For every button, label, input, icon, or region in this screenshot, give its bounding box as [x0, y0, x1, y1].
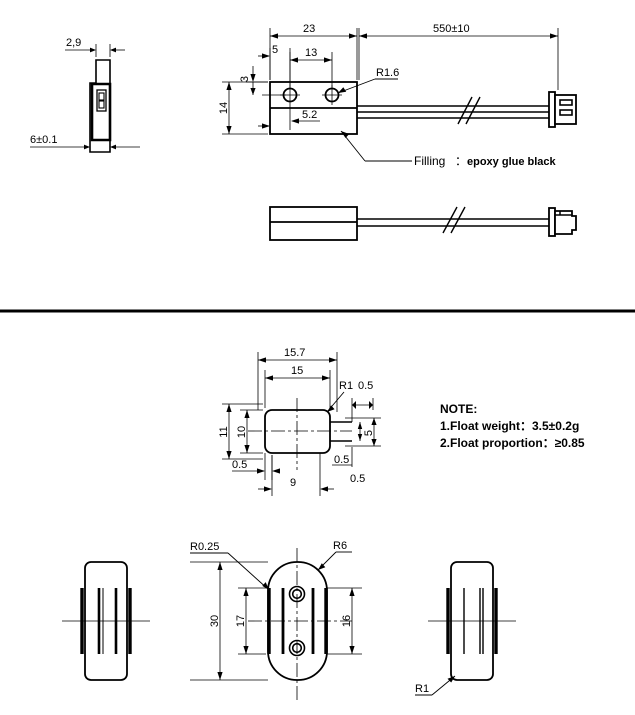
dim-rib-length-17: [238, 587, 266, 655]
filling-label-value: epoxy glue black: [467, 156, 557, 168]
dim-label-13: 13: [305, 47, 317, 59]
leader-right-r1: [415, 675, 456, 696]
dim-slot-width-9: [258, 453, 334, 496]
dim-body-height-14: [222, 81, 268, 135]
cable-break-symbol: [457, 96, 481, 125]
dim-label-10: 10: [236, 426, 248, 438]
sensor-front-cable: [357, 218, 549, 227]
front-cable-break-symbol: [442, 206, 466, 234]
cable-connector-top: [548, 91, 577, 128]
dim-label-2-9: 2,9: [66, 37, 81, 49]
dim-inner-height-10: [240, 409, 263, 454]
float-section-outline: [264, 409, 331, 454]
dim-label-0-5-b: 0.5: [334, 454, 349, 466]
cable-connector-front: [548, 207, 577, 237]
dim-cable-length-550: [358, 28, 559, 90]
dim-label-r0-25: R0.25: [190, 541, 219, 553]
sensor-front-view: [269, 206, 358, 241]
dim-label-5-2: 5.2: [302, 109, 317, 121]
dim-label-9: 9: [290, 477, 296, 489]
dim-outer-width-15-7: [257, 352, 338, 412]
float-section-centerlines: [248, 398, 352, 470]
filling-callout-leader: [340, 130, 412, 162]
leader-float-r1: [326, 391, 345, 413]
leader-r6: [317, 551, 352, 571]
leader-r1-6: [337, 78, 398, 94]
float-plan-centerlines: [248, 548, 352, 700]
dim-label-5: 5: [272, 44, 278, 56]
dim-label-23: 23: [303, 23, 315, 35]
dim-hole-row-offset-3: [246, 66, 286, 96]
dim-label-3: 3: [239, 76, 251, 82]
dim-label-15-7: 15.7: [284, 347, 305, 359]
dim-label-r1-6: R1.6: [376, 67, 399, 79]
dim-side-thickness: [65, 44, 125, 57]
dim-label-17: 17: [235, 615, 247, 627]
leader-r0-25: [190, 552, 270, 591]
note-heading: NOTE:: [440, 402, 477, 416]
dim-label-6-pm-0-1: 6±0.1: [30, 134, 57, 146]
dim-label-float-r1: R1: [339, 380, 353, 392]
dim-label-11: 11: [218, 426, 230, 437]
mounting-hole-right: [322, 85, 342, 105]
dim-label-right-r1: R1: [415, 683, 429, 695]
dim-label-r6: R6: [333, 540, 347, 552]
dim-label-0-5-d: 0.5: [232, 459, 247, 471]
note-line-1: 1.Float weight：3.5±0.2g: [440, 419, 579, 433]
dim-slot-span-16: [326, 587, 362, 655]
dim-outer-height-11: [222, 403, 263, 460]
float-section-right-rib: [330, 421, 352, 442]
filling-label-prefix: Filling: [414, 154, 445, 168]
dim-label-30: 30: [209, 615, 221, 627]
dim-rib-right-bottom-box: [332, 447, 353, 467]
dim-label-5-right: 5: [363, 430, 375, 436]
dim-label-550: 550±10: [433, 23, 470, 35]
sensor-cable: [357, 105, 549, 119]
sensor-top-view-body: [269, 81, 358, 135]
dim-label-16: 16: [341, 615, 353, 627]
dim-side-width: [30, 143, 140, 152]
dim-rib-inner-arrow: [357, 422, 363, 441]
dim-overall-length-30: [190, 561, 268, 681]
dim-label-15: 15: [291, 365, 303, 377]
dim-label-14: 14: [218, 102, 230, 114]
dim-label-0-5-a: 0.5: [358, 380, 373, 392]
note-line-2: 2.Float proportion：≥0.85: [440, 436, 585, 450]
filling-label-separator: ：: [455, 154, 467, 168]
dim-rib-right-height-5: [345, 417, 381, 447]
dim-label-0-5-c: 0.5: [350, 473, 365, 485]
dim-inner-width-15: [264, 370, 331, 408]
dim-hole-pitch-13: [289, 52, 333, 88]
dim-tab-depth-5-2: [258, 105, 320, 134]
